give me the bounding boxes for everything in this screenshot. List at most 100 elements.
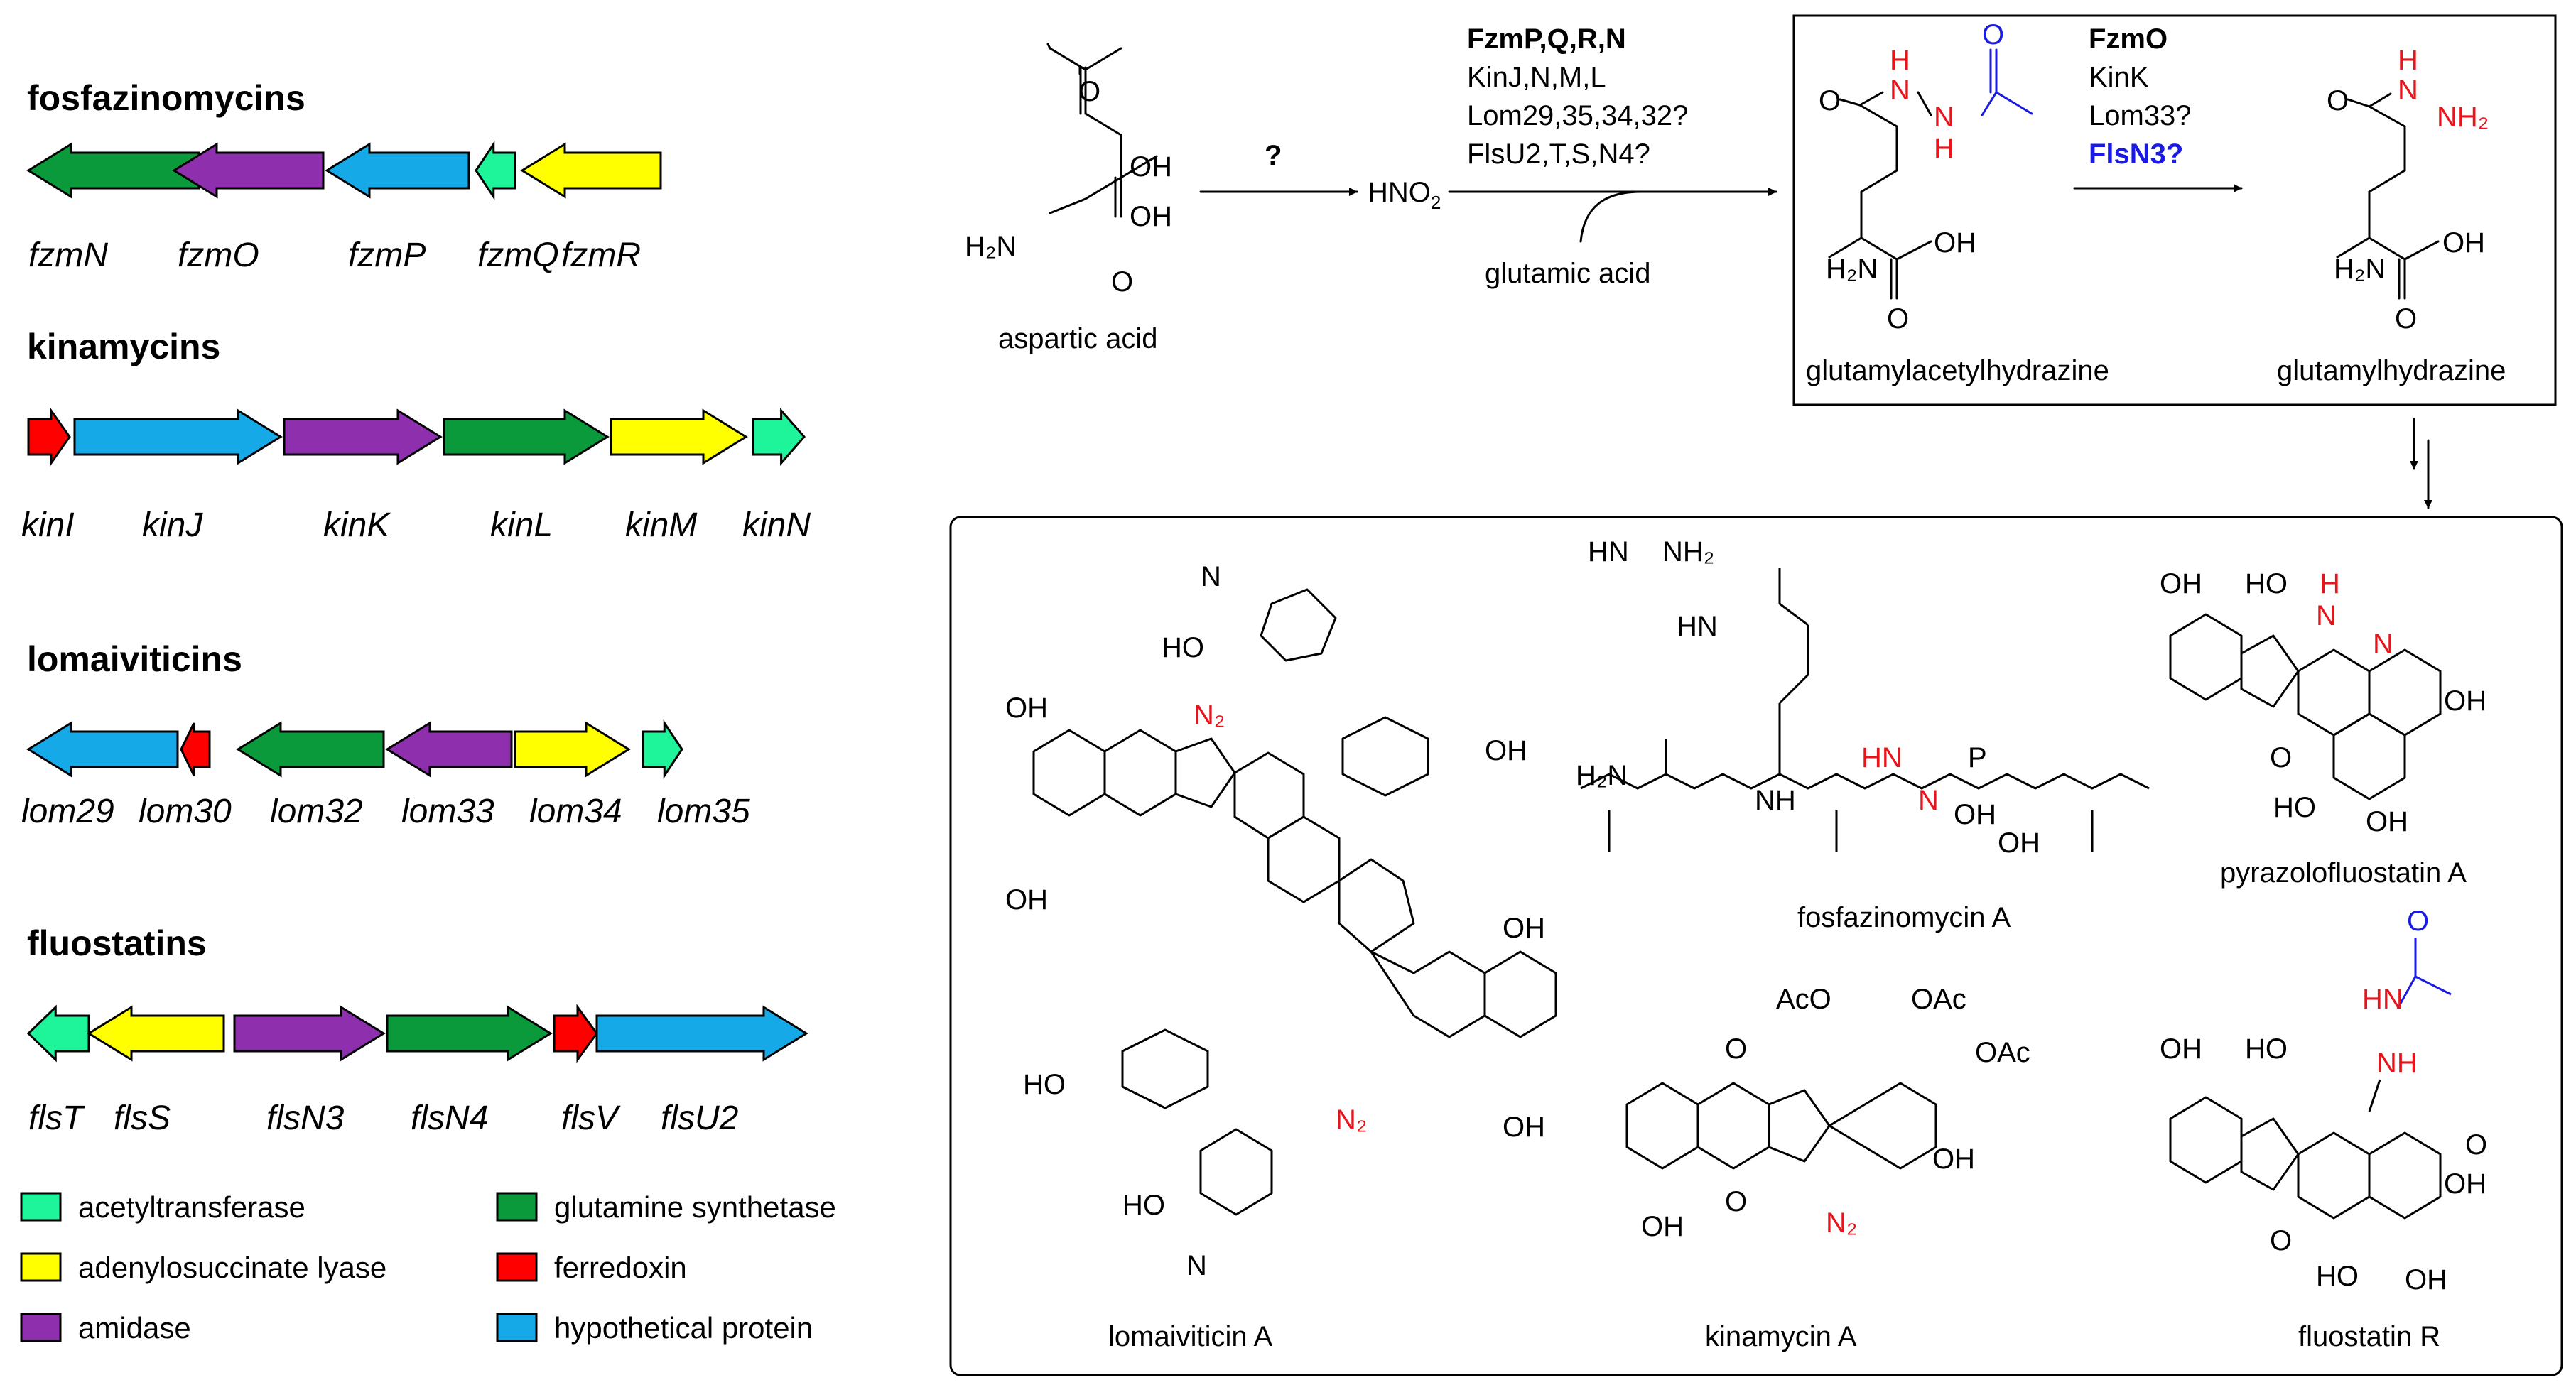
fos-nh2: NH₂ — [1662, 536, 1714, 567]
gene-arrow-kinL — [443, 408, 610, 465]
kin-oac-1: OAc — [1911, 984, 1966, 1015]
gene-label-kinN: kinN — [742, 506, 811, 544]
step2-enzyme-3: Lom29,35,34,32? — [1467, 100, 1688, 131]
lom-oh-3: OH — [1503, 913, 1545, 944]
fos-p: P — [1968, 742, 1987, 773]
gene-label-lom33: lom33 — [401, 793, 494, 830]
gene-label-flsN4: flsN4 — [411, 1099, 488, 1137]
flu-oh-3: OH — [2405, 1264, 2447, 1296]
lom-ho-1: HO — [1162, 632, 1204, 663]
gh-o: O — [2327, 85, 2349, 116]
gene-arrow-lom33 — [385, 721, 513, 778]
gene-arrow-flsV — [553, 1004, 598, 1063]
flu-o-2: O — [2270, 1225, 2292, 1256]
gene-label-lom32: lom32 — [270, 793, 363, 830]
asp-oh-top: OH — [1130, 151, 1172, 183]
fos-hn: HN — [1588, 536, 1629, 567]
gah-oh: OH — [1934, 227, 1976, 259]
gah-o-carboxyl: O — [1887, 303, 1909, 335]
fos-n-red: N — [1918, 785, 1939, 816]
gene-arrow-fzmQ — [475, 141, 516, 200]
legend-label-amidase: amidase — [78, 1311, 191, 1345]
flu-nh: NH — [2376, 1048, 2418, 1079]
kin-oac-2: OAc — [1975, 1037, 2030, 1068]
legend-swatch-hypothetical_protein — [496, 1313, 538, 1342]
legend-label-adenylosuccinate_lyase: adenylosuccinate lyase — [78, 1251, 386, 1284]
gene-label-lom34: lom34 — [529, 793, 622, 830]
gene-label-kinK: kinK — [323, 506, 391, 544]
asp-o-1: O — [1078, 76, 1100, 107]
kinamycin-label: kinamycin A — [1705, 1321, 1857, 1352]
gene-label-kinI: kinI — [21, 506, 75, 544]
gene-arrow-kinJ — [73, 408, 283, 465]
kin-oh-1: OH — [1932, 1144, 1975, 1175]
fluostatin-label: fluostatin R — [2298, 1321, 2440, 1352]
gene-arrow-kinK — [283, 408, 443, 465]
flu-o-acetyl: O — [2407, 906, 2429, 937]
gene-arrow-fzmP — [325, 142, 470, 199]
flu-ho-2: HO — [2316, 1261, 2359, 1292]
asp-h2n: H₂N — [965, 231, 1017, 262]
legend-swatch-ferredoxin — [496, 1252, 538, 1282]
cosubstrate-label: glutamic acid — [1485, 258, 1650, 289]
gh-n: N — [2398, 75, 2418, 106]
step3-enzyme-2: KinK — [2089, 62, 2149, 93]
products-box — [949, 516, 2563, 1376]
gene-arrow-fzmO — [172, 142, 325, 199]
fos-hn-red: HN — [1861, 742, 1903, 773]
pyr-n2: N — [2373, 629, 2393, 660]
gene-arrow-lom35 — [642, 719, 683, 779]
hno2-subscript: 2 — [1431, 192, 1441, 213]
fos-oh-p: OH — [1954, 799, 1996, 830]
fosfazinomycin-label: fosfazinomycin A — [1797, 902, 2011, 933]
step2-enzyme-4: FlsU2,T,S,N4? — [1467, 138, 1650, 170]
lom-ho-2: HO — [1023, 1069, 1066, 1100]
glutamylhydrazine-label: glutamylhydrazine — [2277, 355, 2506, 386]
gene-arrow-lom30 — [180, 722, 211, 776]
gene-arrow-kinI — [27, 407, 71, 467]
gene-arrow-flsT — [26, 1004, 90, 1063]
step1-label: ? — [1265, 140, 1282, 171]
pyr-ho-2: HO — [2273, 792, 2316, 823]
gh-o-carboxyl: O — [2395, 303, 2417, 335]
gene-label-lom30: lom30 — [139, 793, 232, 830]
kinamycin-structure — [1625, 1082, 1937, 1170]
gene-arrow-kinN — [752, 408, 806, 466]
gene-label-lom35: lom35 — [657, 793, 750, 830]
gh-oh: OH — [2442, 227, 2485, 259]
cluster-title-lomaiviticins: lomaiviticins — [27, 639, 242, 679]
legend-label-glutamine_synthetase: glutamine synthetase — [554, 1190, 836, 1224]
flu-oh-2: OH — [2444, 1168, 2486, 1200]
glutamylacetylhydrazine-label: glutamylacetylhydrazine — [1806, 355, 2109, 386]
gah-h1: H — [1890, 45, 1910, 76]
glutamylacetylhydrazine-structure — [1828, 48, 2033, 300]
gene-arrow-flsU2 — [595, 1005, 808, 1062]
legend: acetyltransferase glutamine synthetase ade… — [20, 1190, 836, 1345]
lom-oh-2: OH — [1005, 884, 1048, 916]
flu-hn: HN — [2362, 984, 2403, 1015]
asp-oh-bottom: OH — [1130, 201, 1172, 232]
gene-label-flsU2: flsU2 — [661, 1099, 738, 1137]
product-structures — [1032, 568, 2452, 1220]
kin-aco: AcO — [1776, 984, 1831, 1015]
pyr-h: H — [2320, 568, 2340, 599]
gene-arrow-lom34 — [514, 721, 631, 778]
gene-label-lom29: lom29 — [21, 793, 114, 830]
gah-h2n: H₂N — [1826, 254, 1878, 285]
gene-label-flsT: flsT — [28, 1099, 86, 1137]
step2-enzyme-1: FzmP,Q,R,N — [1467, 23, 1626, 55]
legend-label-acetyltransferase: acetyltransferase — [78, 1190, 305, 1224]
lom-n-bottom: N — [1186, 1250, 1207, 1281]
pyr-oh-3: OH — [2366, 806, 2408, 837]
hno2-label: HNO2 — [1368, 177, 1441, 213]
flu-o-ketone: O — [2465, 1129, 2487, 1161]
lom-n2-top: N₂ — [1194, 700, 1225, 731]
legend-swatch-acetyltransferase — [20, 1192, 62, 1222]
legend-label-hypothetical_protein: hypothetical protein — [554, 1311, 813, 1345]
gene-arrow-lom29 — [26, 721, 179, 778]
kin-o-2: O — [1725, 1186, 1747, 1217]
gene-arrow-flsS — [87, 1005, 225, 1062]
step3-enzyme-1: FzmO — [2089, 23, 2168, 55]
